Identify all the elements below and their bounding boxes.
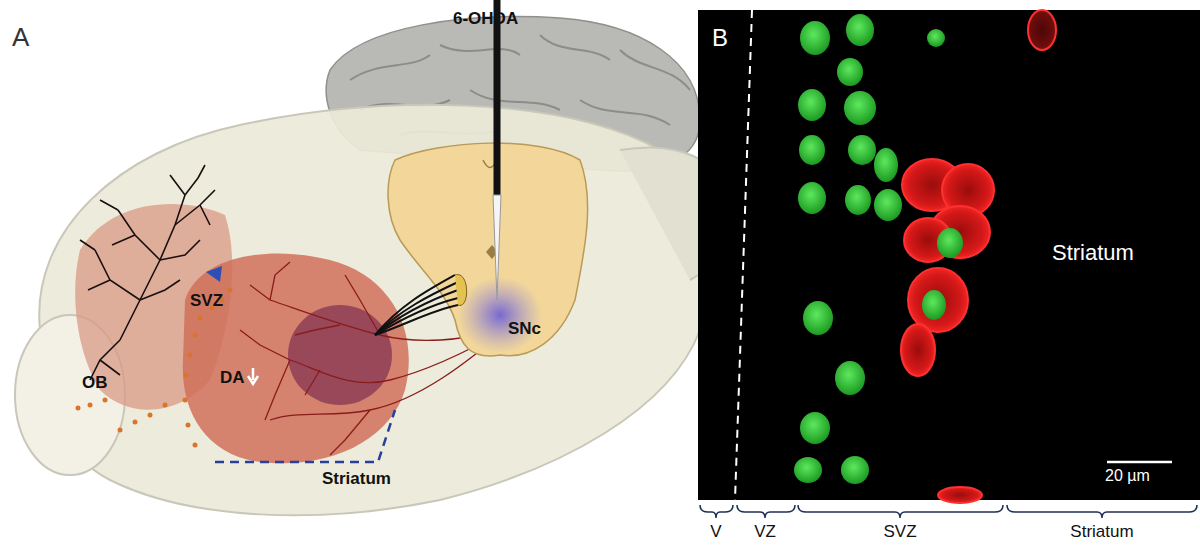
substantia-section	[388, 143, 588, 356]
region-label: DA	[220, 369, 245, 386]
svz-blue	[206, 266, 222, 282]
needle-tip	[493, 195, 501, 300]
panel-letter: A	[12, 24, 29, 50]
lesion-glow	[458, 277, 542, 353]
region-label: SNc	[508, 320, 541, 337]
scale-label: 20 µm	[1105, 468, 1150, 484]
da-fibers	[240, 262, 505, 455]
striatum-region	[183, 253, 409, 463]
needle	[494, 0, 501, 195]
dopamine-arrow	[248, 368, 258, 384]
striatum-outline	[215, 410, 395, 462]
panel-letter: B	[712, 26, 728, 50]
green-nuclei	[794, 14, 963, 484]
neuron-tree	[80, 165, 215, 380]
micrograph	[698, 10, 1200, 500]
migration-dots	[76, 288, 233, 448]
layer-label: V	[710, 523, 721, 540]
region-label: SVZ	[190, 292, 223, 309]
ventricle-border	[735, 10, 752, 500]
layer-label: VZ	[754, 523, 776, 540]
brain	[39, 105, 716, 515]
layer-label: SVZ	[883, 523, 916, 540]
region-label: Striatum	[1052, 242, 1134, 264]
dark-striatum	[288, 305, 392, 405]
scale-bar	[1107, 461, 1172, 464]
drug-label: 6-OHDA	[453, 10, 518, 27]
region-braces	[700, 505, 1197, 518]
region-label: Striatum	[322, 470, 391, 487]
region-label: OB	[82, 374, 108, 391]
red-cells	[901, 10, 1056, 503]
layer-label: Striatum	[1070, 523, 1133, 540]
striatal-projection	[375, 275, 458, 335]
